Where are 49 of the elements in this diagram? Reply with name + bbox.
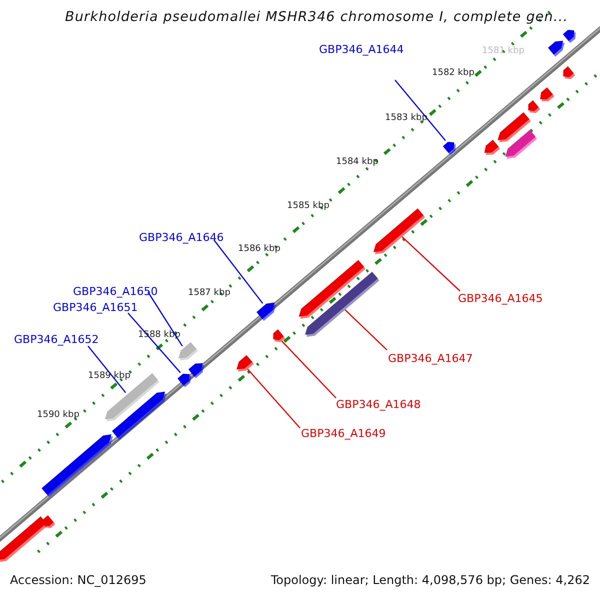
leader-line xyxy=(88,346,126,393)
gene-block xyxy=(236,355,254,372)
gene-block xyxy=(540,87,554,102)
gene-block xyxy=(562,30,576,43)
gene-block xyxy=(42,434,113,497)
gene-label: GBP346_A1652 xyxy=(14,333,99,346)
gene-block xyxy=(178,342,198,360)
gene-label: GBP346_A1649 xyxy=(301,427,386,440)
gene-block xyxy=(548,40,565,57)
gene-label: GBP346_A1645 xyxy=(458,292,543,306)
gene-block xyxy=(484,140,500,155)
gene-block xyxy=(528,100,540,114)
leader-line xyxy=(344,309,388,350)
footer-text: Accession: NC_012695 xyxy=(10,573,146,588)
leader-line xyxy=(402,236,460,292)
gene-block xyxy=(442,142,456,155)
leader-line xyxy=(281,340,336,398)
scale-label: 1585 kbp xyxy=(287,201,330,212)
gene-block xyxy=(563,66,576,80)
gene-label: GBP346_A1646 xyxy=(139,231,224,244)
gene-label: GBP346_A1648 xyxy=(336,398,421,412)
gene-block xyxy=(178,374,192,388)
gene-block xyxy=(112,392,167,440)
leader-line xyxy=(128,312,181,374)
gene-block xyxy=(0,516,48,562)
gene-label: GBP346_A1650 xyxy=(73,285,158,298)
gene-block xyxy=(43,515,56,528)
scale-label: 1583 kbp xyxy=(385,113,428,124)
gene-block xyxy=(505,130,538,159)
gene-label: GBP346_A1651 xyxy=(53,301,138,314)
gene-block xyxy=(373,208,425,254)
leader-line xyxy=(394,80,446,141)
title: Burkholderia pseudomallei MSHR346 chromosome I, complete gen... xyxy=(65,9,568,26)
gene-block xyxy=(305,272,380,337)
scale-label: 1590 kbp xyxy=(37,410,80,421)
scale-label: 1586 kbp xyxy=(238,244,280,255)
gene-block xyxy=(188,363,204,378)
scale-label: 1582 kbp xyxy=(432,68,474,79)
scale-label: 1587 kbp xyxy=(188,288,230,299)
leader-line xyxy=(247,368,300,428)
gene-label: GBP346_A1647 xyxy=(388,352,473,366)
scale-label: 1584 kbp xyxy=(336,157,378,168)
gene-block xyxy=(256,302,276,321)
scale-label: 1581 kbp xyxy=(482,46,524,57)
leader-line xyxy=(214,240,264,304)
gene-block xyxy=(273,329,286,342)
gene-label: GBP346_A1644 xyxy=(319,43,404,56)
scale-label: 1589 kbp xyxy=(88,371,130,382)
footer-text: Topology: linear; Length: 4,098,576 bp; Genes: 4,262 xyxy=(270,573,590,588)
